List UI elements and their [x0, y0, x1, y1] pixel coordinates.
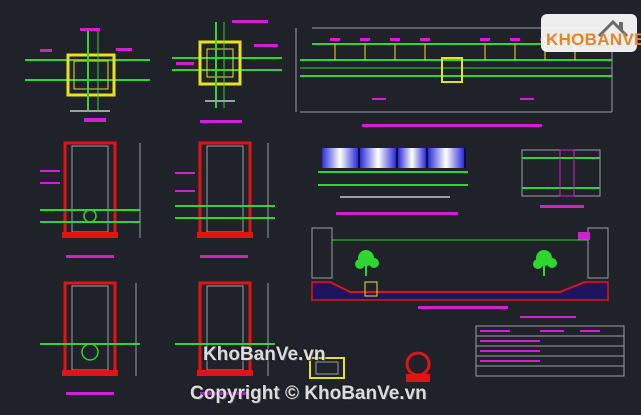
- manhole-section-4: [175, 281, 275, 395]
- manhole-section-3: [40, 281, 140, 395]
- logo-box: [541, 14, 637, 52]
- manhole-plan-2: [172, 20, 282, 123]
- pipe-socket-detail: [521, 149, 601, 208]
- logo-text: KHOBANVE: [546, 30, 641, 49]
- watermark-site: KhoBanVe.vn: [203, 344, 326, 365]
- material-table: [475, 316, 625, 377]
- tree-icon: [355, 250, 557, 276]
- pipe-end-detail: [309, 351, 431, 382]
- house-icon: [541, 14, 637, 52]
- manhole-section-1: [40, 141, 141, 258]
- manhole-plan-1: [25, 28, 150, 122]
- pipe-joint-detail: [318, 148, 468, 215]
- watermark-copyright: Copyright © KhoBanVe.vn: [190, 383, 427, 404]
- channel-cross-section: [311, 227, 609, 309]
- manhole-section-2: [175, 141, 275, 258]
